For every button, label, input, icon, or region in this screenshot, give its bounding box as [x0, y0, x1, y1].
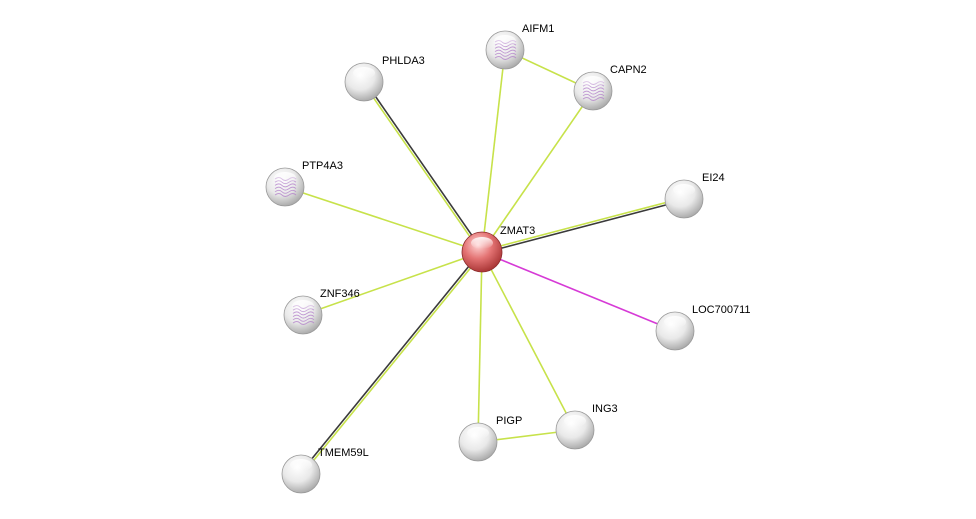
node-ing3[interactable]: ING3	[555, 403, 618, 450]
node-label: PIGP	[496, 415, 522, 427]
edge-line-coexpression	[364, 80, 484, 252]
node-highlight	[292, 300, 314, 312]
node-label: ZNF346	[320, 288, 360, 300]
node-highlight	[564, 415, 586, 427]
node-label: PHLDA3	[382, 55, 425, 67]
node-highlight	[353, 67, 375, 79]
edge-line-textmining	[362, 82, 482, 254]
edge-zmat3-pigp[interactable]	[477, 251, 483, 443]
node-loc700711[interactable]: LOC700711	[655, 304, 751, 351]
node-highlight	[664, 316, 686, 328]
node-ei24[interactable]: EI24	[664, 172, 725, 219]
node-highlight	[673, 184, 695, 196]
node-zmat3[interactable]: ZMAT3	[461, 225, 535, 273]
node-label: PTP4A3	[302, 160, 343, 172]
edge-line-experiments	[481, 251, 676, 332]
node-label: ZMAT3	[500, 225, 535, 237]
node-znf346[interactable]: ZNF346	[283, 288, 360, 335]
node-highlight	[274, 172, 296, 184]
edge-zmat3-aifm1[interactable]	[481, 49, 506, 253]
node-ptp4a3[interactable]: PTP4A3	[265, 160, 343, 207]
edge-line-textmining	[481, 197, 684, 252]
edge-line-textmining	[301, 252, 484, 476]
edge-line-coexpression	[299, 250, 482, 474]
edge-line-textmining	[284, 186, 483, 253]
edge-zmat3-ptp4a3[interactable]	[284, 186, 483, 253]
edge-zmat3-ing3[interactable]	[481, 251, 576, 431]
edge-line-textmining	[481, 90, 594, 253]
edge-zmat3-znf346[interactable]	[302, 251, 483, 316]
node-highlight	[471, 237, 493, 249]
edge-line-textmining	[477, 251, 483, 443]
node-pigp[interactable]: PIGP	[458, 415, 522, 462]
node-highlight	[582, 76, 604, 88]
node-label: ING3	[592, 403, 618, 415]
edge-line-textmining	[481, 49, 506, 253]
edge-zmat3-loc700711[interactable]	[481, 251, 676, 332]
edge-zmat3-ei24[interactable]	[481, 197, 685, 254]
node-highlight	[467, 427, 489, 439]
node-highlight	[290, 459, 312, 471]
node-aifm1[interactable]: AIFM1	[485, 23, 554, 70]
node-capn2[interactable]: CAPN2	[573, 64, 647, 111]
node-label: LOC700711	[692, 304, 751, 316]
edge-line-textmining	[302, 251, 483, 316]
node-label: TMEM59L	[318, 447, 369, 459]
node-tmem59l[interactable]: TMEM59L	[281, 447, 369, 494]
node-phlda3[interactable]: PHLDA3	[344, 55, 425, 102]
node-label: AIFM1	[522, 23, 554, 35]
node-label: CAPN2	[610, 64, 647, 76]
node-label: EI24	[702, 172, 725, 184]
node-highlight	[494, 35, 516, 47]
edge-line-textmining	[481, 251, 576, 431]
edge-zmat3-tmem59l[interactable]	[299, 250, 484, 476]
edge-line-coexpression	[482, 199, 685, 254]
edge-zmat3-phlda3[interactable]	[362, 80, 484, 254]
edge-zmat3-capn2[interactable]	[481, 90, 594, 253]
